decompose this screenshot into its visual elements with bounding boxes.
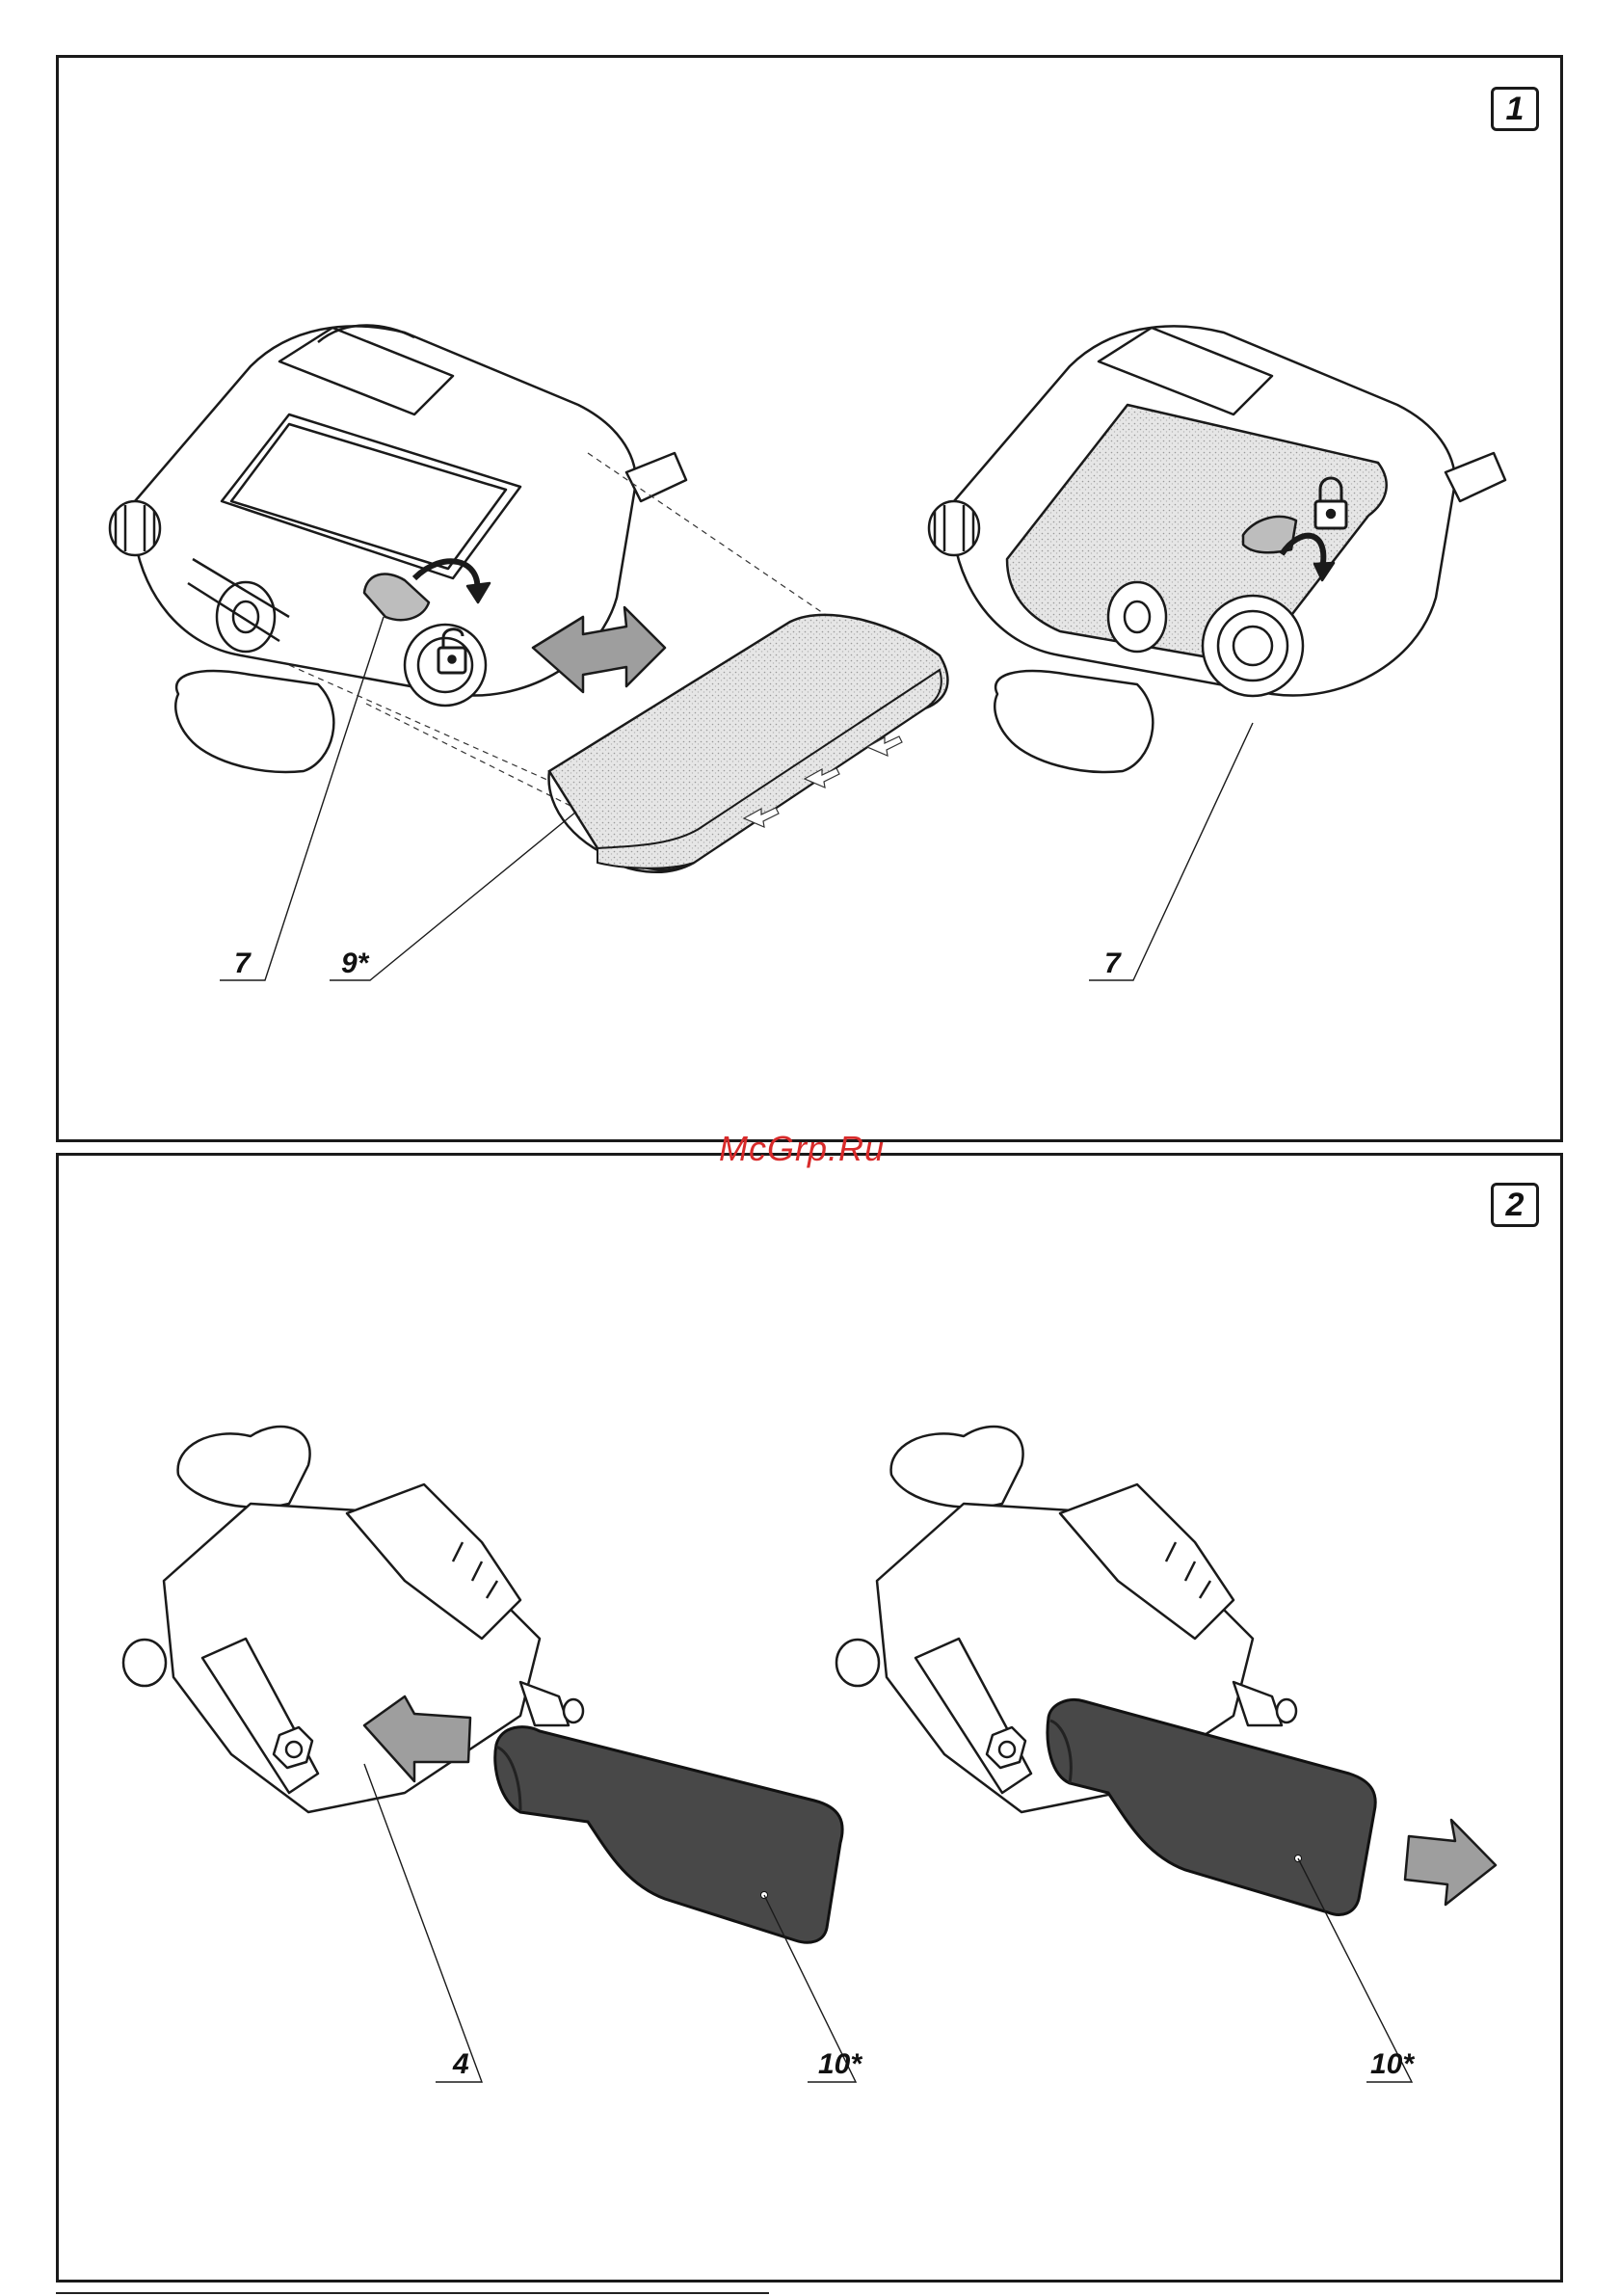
watermark-text: McGrp.Ru bbox=[719, 1129, 885, 1169]
callout-sanding-belt: 9* bbox=[341, 948, 368, 980]
sander-open-lever-illustration bbox=[110, 326, 686, 772]
callout-lever-right: 7 bbox=[1104, 948, 1121, 980]
dust-bag-left bbox=[495, 1727, 842, 1943]
sander-locked-illustration bbox=[929, 326, 1505, 772]
callout-dust-bag-right: 10* bbox=[1370, 2048, 1414, 2081]
remove-bag-arrow bbox=[1405, 1820, 1496, 1905]
callout-dust-bag-left: 10* bbox=[818, 2048, 862, 2081]
footer-rule bbox=[56, 2292, 769, 2294]
callout-dust-port: 4 bbox=[453, 2048, 469, 2081]
dust-bag-right bbox=[1048, 1700, 1375, 1915]
callout-lever-left: 7 bbox=[234, 948, 251, 980]
